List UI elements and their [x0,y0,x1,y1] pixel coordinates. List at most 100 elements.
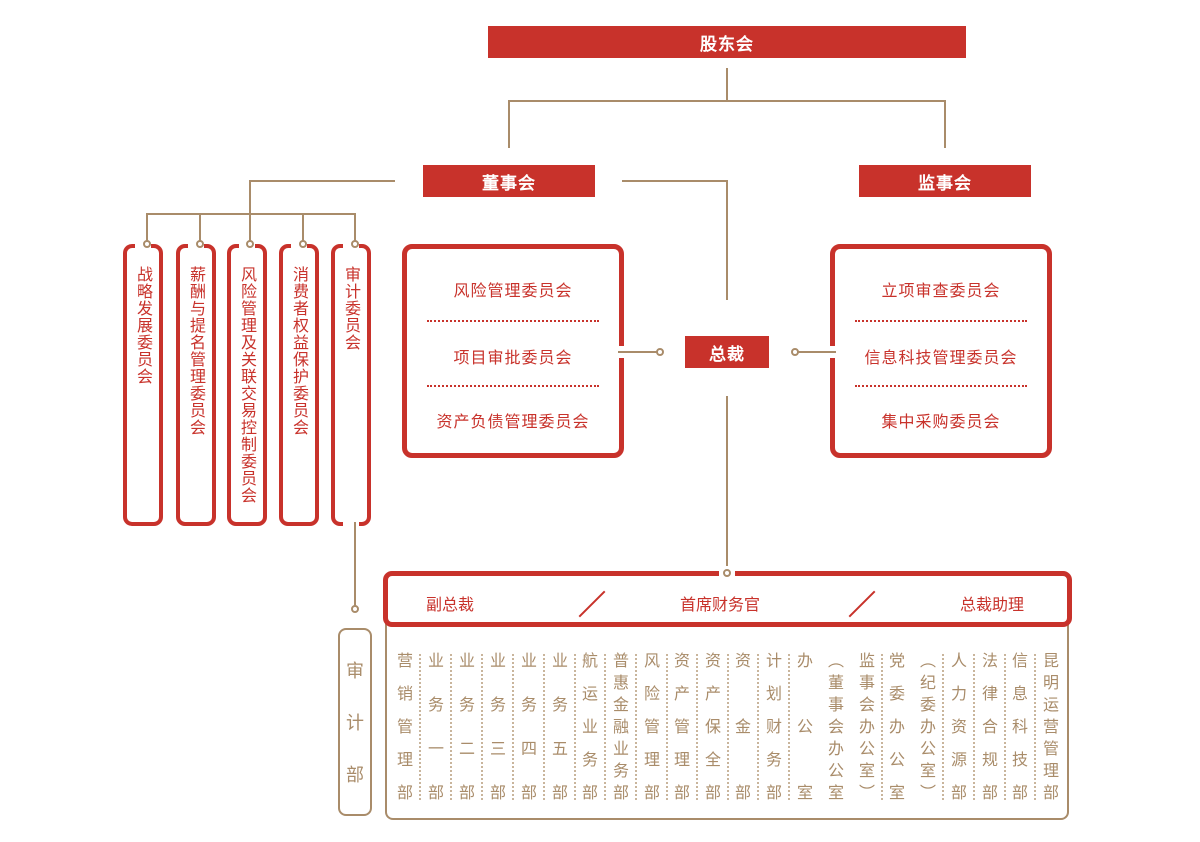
connector [508,100,946,102]
department-char: 办 [888,717,905,736]
department-char: 业 [520,651,537,670]
department-char: 管 [396,717,413,736]
department-char: 规 [981,750,998,769]
department-char: 运 [581,684,598,703]
connector [618,351,658,353]
divider [427,385,599,387]
connector [726,396,728,566]
committee-label: 风险管理及关联交易控制委员会 [238,266,257,504]
department-char: 室 [888,783,905,802]
department-char: 部 [520,783,537,802]
department-char: 公 [796,717,813,736]
divider [427,320,599,322]
department-char: 律 [981,684,998,703]
committee-box: 风险管理及关联交易控制委员会 [227,243,267,526]
department-char: 务 [581,750,598,769]
department-char: 委 [919,695,936,714]
department-char: 普 [612,651,629,670]
char: 审 [346,661,364,682]
department-char: 产 [673,684,690,703]
department-char: 人 [950,651,967,670]
department-char: 室 [796,783,813,802]
department-char: 室 [858,761,875,780]
connector [199,213,201,241]
department-char: 五 [551,739,568,758]
department-char: 理 [1042,761,1059,780]
department-char: 党 [888,651,905,670]
department-char: 业 [427,651,444,670]
department-char: 办 [796,651,813,670]
department-char: 部 [950,783,967,802]
department-char: 法 [981,651,998,670]
department-column: 计划财务部 [759,651,790,802]
department-char: 技 [1011,750,1028,769]
department-column: 业务一部 [421,651,452,802]
department-char: 务 [489,695,506,714]
department-char: 公 [827,761,844,780]
supervisors-label: 监事会 [918,173,972,194]
shareholders-box: 股东会 [488,26,966,58]
department-char: 纪 [919,673,936,692]
president-box: 总裁 [685,336,769,368]
department-char: 理 [396,750,413,769]
committee-label: 消费者权益保护委员会 [290,266,309,436]
department-char: 昆 [1042,651,1059,670]
connector-node-icon [351,240,359,248]
department-column: 业务四部 [514,651,545,802]
department-char: 计 [765,651,782,670]
board-label: 董事会 [482,173,536,194]
department-column: 办公室 [790,652,820,802]
department-char: 部 [427,783,444,802]
committee-label: 审计委员会 [342,266,361,351]
department-char: 公 [858,739,875,758]
connector [726,180,728,300]
connector-node-icon [791,348,799,356]
department-char: 办 [919,717,936,736]
department-char: 管 [1042,739,1059,758]
connector [796,351,836,353]
department-column: 党委办公室 [882,652,912,802]
department-char: 公 [919,739,936,758]
department-char: 息 [1011,684,1028,703]
connector [146,213,356,215]
department-column: ︵董事会办公室 [821,652,851,802]
connector [354,213,356,241]
department-char: 务 [765,750,782,769]
department-column: 资产管理部 [667,652,698,802]
department-char: 部 [1011,783,1028,802]
department-char: 室 [827,783,844,802]
department-char: 理 [673,750,690,769]
divider [855,385,1027,387]
connector [622,180,728,182]
department-char: 全 [704,750,721,769]
connector-node-icon [351,605,359,613]
department-column: 业务五部 [545,652,576,802]
department-char: 金 [734,717,751,736]
connector [508,100,510,148]
department-char: 务 [551,695,568,714]
department-char: 营 [396,651,413,670]
department-char: 划 [765,684,782,703]
department-char: 部 [612,783,629,802]
department-char: 力 [950,684,967,703]
departments-container [385,620,1069,820]
management-item: 副总裁 [426,595,475,614]
char: 部 [346,765,364,786]
department-column: 资金部 [728,652,759,802]
connector [249,213,251,241]
department-char: 融 [612,717,629,736]
connector-node-icon [246,240,254,248]
supervisors-box: 监事会 [859,165,1031,197]
department-char: 会 [827,717,844,736]
department-column: 风险管理部 [637,652,668,802]
department-char: 三 [489,739,506,758]
department-char: 部 [396,783,413,802]
department-char: 险 [643,684,660,703]
department-char: 监 [858,651,875,670]
department-char: 明 [1042,673,1059,692]
department-char: 惠 [612,673,629,692]
connector [944,100,946,148]
department-char: 委 [888,684,905,703]
department-char: 公 [888,750,905,769]
committee-box: 消费者权益保护委员会 [279,243,319,526]
